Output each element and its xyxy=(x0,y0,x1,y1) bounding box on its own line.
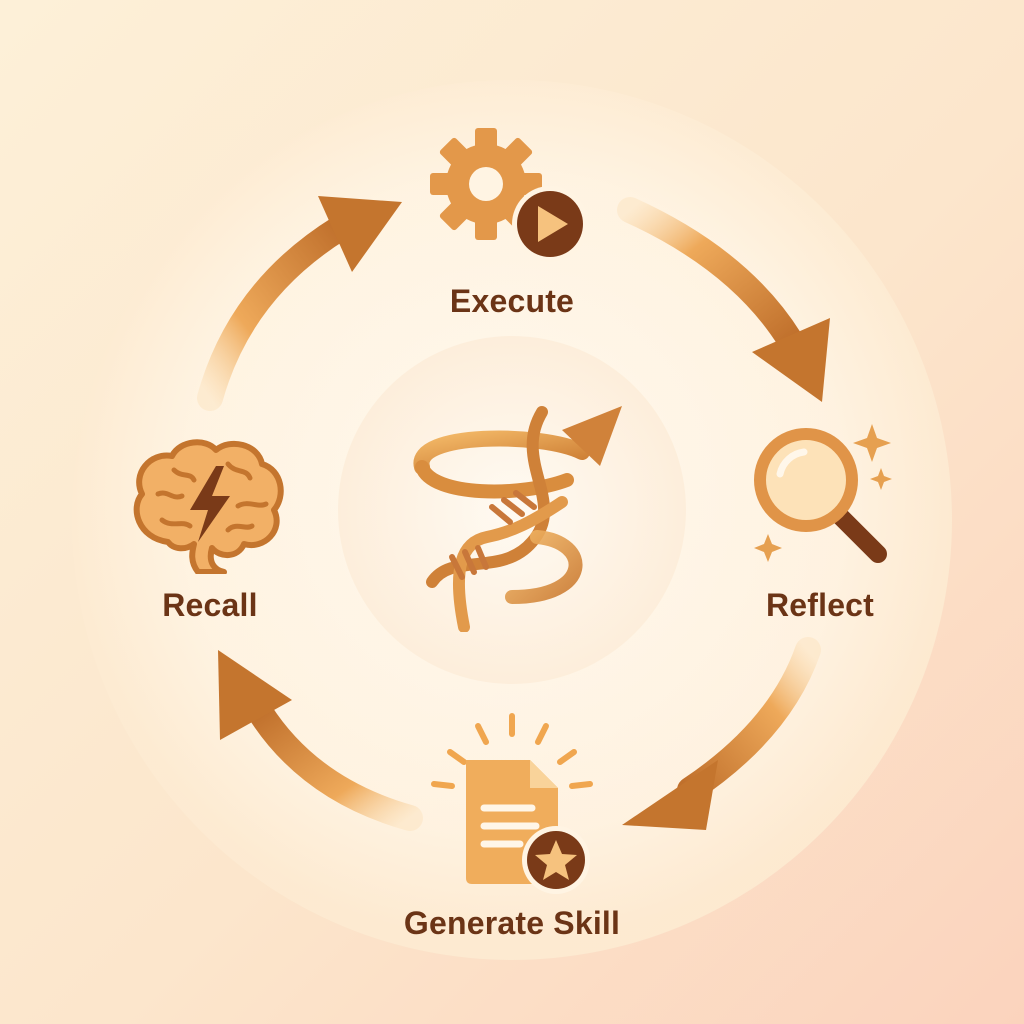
arrow-reflect-to-generate xyxy=(622,637,821,830)
node-label-recall: Recall xyxy=(162,587,258,623)
node-label-generate-skill: Generate Skill xyxy=(403,905,621,941)
brain-lightning-icon xyxy=(133,439,284,574)
arrow-execute-to-reflect xyxy=(617,197,830,402)
gear-play-icon xyxy=(430,128,588,262)
arrow-recall-to-execute xyxy=(197,196,402,411)
document-star-icon xyxy=(431,713,593,894)
node-label-reflect: Reflect xyxy=(765,587,875,623)
magnifier-sparkle-icon xyxy=(754,424,892,563)
dna-helix-arrow-icon xyxy=(413,406,622,632)
arrow-generate-to-recall xyxy=(218,650,423,831)
node-label-execute: Execute xyxy=(449,283,575,319)
